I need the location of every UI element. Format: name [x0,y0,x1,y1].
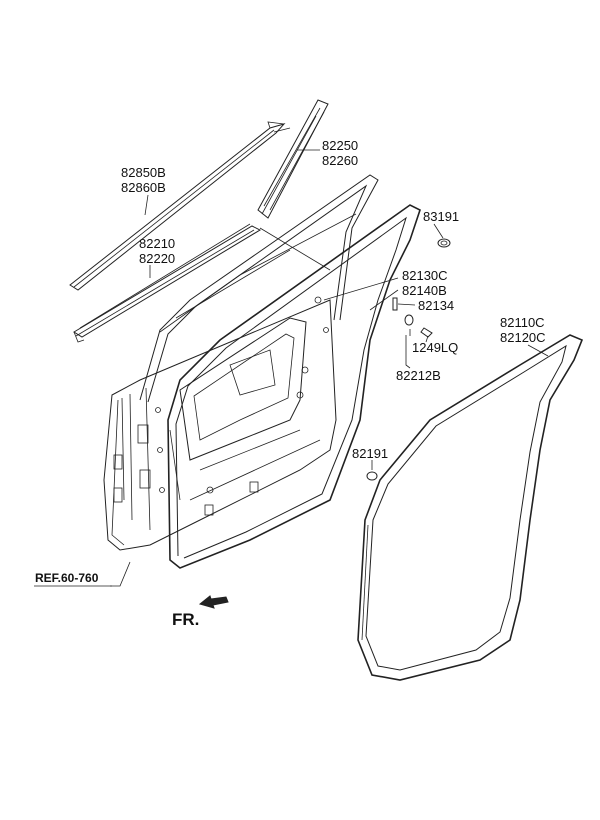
label-83191: 83191 [423,209,459,224]
label-82260: 82260 [322,153,358,168]
reference-label: REF.60-760 [35,571,99,585]
label-82191: 82191 [352,446,388,461]
grommet-82212b [404,314,414,326]
outer-belt-moulding [69,121,286,291]
label-82860b: 82860B [121,180,166,195]
label-1249lq: 1249LQ [412,340,458,355]
screw-1249lq [420,327,433,338]
label-82220: 82220 [139,251,175,266]
clip-82134 [392,297,398,311]
door-frame-sash [139,174,379,403]
label-82210: 82210 [139,236,175,251]
door-panel [103,296,337,551]
label-82212b: 82212B [396,368,441,383]
leader-lines [110,127,549,587]
body-side-weatherstrip [357,334,584,681]
label-82850b: 82850B [121,165,166,180]
plug-82191 [366,471,378,481]
label-82110c: 82110C [500,315,545,330]
label-82130c: 82130C [402,268,448,283]
door-side-weatherstrip [167,204,421,569]
label-82250: 82250 [322,138,358,153]
label-82134: 82134 [418,298,454,313]
label-82120c: 82120C [500,330,546,345]
front-arrow-icon [198,595,229,609]
label-82140b: 82140B [402,283,447,298]
plug-83191 [437,238,451,248]
front-direction-label: FR. [172,610,199,629]
part-labels: 82850B 82860B 82250 82260 82210 82220 83… [35,138,546,629]
inner-belt-weatherstrip [73,223,262,343]
delta-garnish [257,99,329,219]
